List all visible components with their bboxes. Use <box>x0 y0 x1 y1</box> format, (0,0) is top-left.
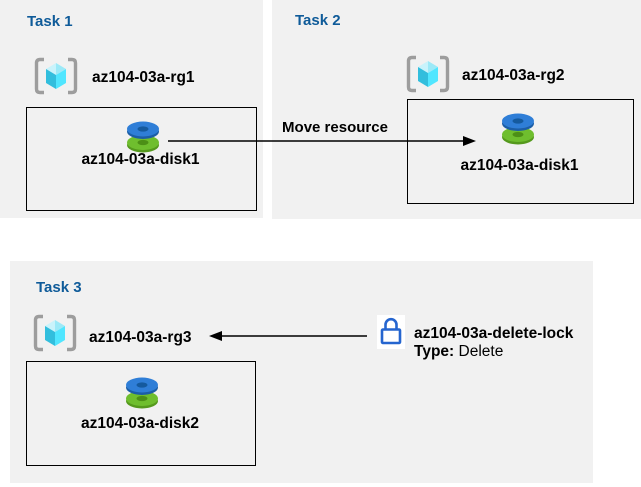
delete-lock-name: az104-03a-delete-lock <box>414 325 574 342</box>
resource-group-icon <box>34 57 78 95</box>
resource-group-icon <box>406 55 450 93</box>
task1-title: Task 1 <box>27 13 73 30</box>
managed-disk-icon <box>502 113 534 145</box>
task3-title: Task 3 <box>36 279 82 296</box>
task3-panel <box>10 261 593 483</box>
task3-resource-group-label: az104-03a-rg3 <box>89 329 192 346</box>
task2-resource-group-label: az104-03a-rg2 <box>462 67 565 84</box>
managed-disk-icon <box>126 377 158 409</box>
arrow-right <box>168 136 476 146</box>
task1-resource-box <box>26 107 257 211</box>
task3-disk-label: az104-03a-disk2 <box>80 415 200 432</box>
task3-resource-box <box>26 361 256 466</box>
task1-panel <box>0 0 263 218</box>
managed-disk-icon <box>127 121 159 153</box>
lock-icon-background <box>377 315 405 349</box>
resource-group-icon <box>33 314 77 352</box>
task2-panel <box>272 0 641 219</box>
lock-icon <box>380 317 402 345</box>
task1-disk-label: az104-03a-disk1 <box>81 151 200 168</box>
lock-type-value: Delete <box>458 343 504 360</box>
task2-title: Task 2 <box>295 12 341 29</box>
arrow-left <box>209 331 367 341</box>
task2-resource-box <box>407 99 634 204</box>
move-resource-label: Move resource <box>282 119 388 136</box>
task1-resource-group-label: az104-03a-rg1 <box>92 69 195 86</box>
lock-type-label: Type: <box>414 343 455 360</box>
task2-disk-label: az104-03a-disk1 <box>460 157 579 174</box>
delete-lock-type: Type: Delete <box>414 343 503 361</box>
